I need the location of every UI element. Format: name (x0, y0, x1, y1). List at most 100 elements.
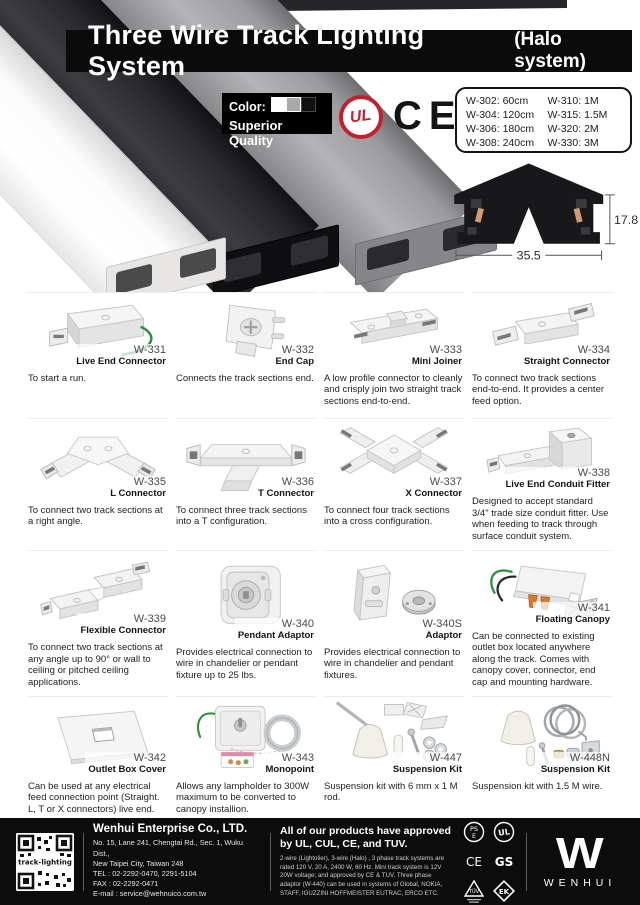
company-address-1: No. 15, Lane 241, Chengtai Rd., Sec. 1, … (93, 838, 243, 858)
svg-text:PS: PS (470, 825, 478, 833)
product-code: W-339 (133, 612, 166, 625)
product-name: Monopoint (265, 763, 314, 775)
product-name: Outlet Box Cover (88, 763, 166, 775)
product-card-W-331: W-331 Live End Connector To start a run. (28, 292, 168, 410)
product-card-W-342: W-342 Outlet Box Cover Can be used at an… (28, 696, 168, 818)
ce-certification-icon: CE (393, 94, 463, 138)
product-description: To connect two track sections end-to-end… (472, 373, 605, 407)
product-image: W-341 Floating Canopy (472, 550, 612, 626)
product-illustration (176, 551, 316, 641)
product-illustration (324, 419, 464, 499)
color-swatch (300, 97, 316, 112)
company-tel: TEL : 02-2292-0470, 2291-5104 (93, 869, 197, 878)
product-illustration (324, 293, 464, 367)
copper-contact-right (573, 207, 583, 223)
track-length-entry: W-308: 240cm (466, 136, 535, 149)
product-description: To connect two track sections at any ang… (28, 642, 163, 688)
track-length-entry: W-306: 180cm (466, 122, 535, 135)
approval-info: All of our products have approved by UL,… (280, 825, 452, 899)
company-info: Wenhui Enterprise Co., LTD. No. 15, Lane… (93, 823, 261, 899)
product-card-W-337: W-337 X Connector To connect four track … (324, 418, 464, 542)
product-label: W-343 Monopoint (262, 751, 314, 775)
product-label: W-340S Adaptor (419, 617, 462, 641)
ek-cert-icon: EK (492, 878, 516, 904)
product-code: W-331 (133, 343, 166, 356)
product-code: W-448N (569, 751, 610, 764)
svg-text:CE: CE (466, 855, 482, 869)
product-image: W-336 T Connector (176, 418, 316, 499)
product-image: W-339 Flexible Connector (28, 550, 168, 637)
product-code: W-343 (281, 751, 314, 764)
brand-logo: W WENHUI (536, 832, 624, 889)
product-code: W-340S (422, 617, 462, 630)
product-card-W-335: W-335 L Connector To connect two track s… (28, 418, 168, 542)
product-label: W-331 Live End Connector (73, 343, 166, 367)
gs-cert-icon: GS (492, 849, 516, 875)
footer-divider (270, 832, 271, 891)
product-image: W-332 End Cap (176, 292, 316, 367)
product-description: Designed to accept standard 3/4" trade s… (472, 496, 609, 542)
color-swatch (270, 97, 286, 112)
product-label: W-340 Pendant Adaptor (234, 617, 314, 641)
product-name: Floating Canopy (535, 613, 610, 625)
company-fax: FAX : 02-2292-0471 (93, 879, 159, 889)
product-card-W-343: W-343 Monopoint Allows any lampholder to… (176, 696, 316, 818)
product-code: W-333 (429, 343, 462, 356)
product-image: W-448N Suspension Kit (472, 696, 612, 775)
product-code: W-334 (577, 343, 610, 356)
product-illustration (28, 419, 168, 499)
product-card-W-339: W-339 Flexible Connector To connect two … (28, 550, 168, 688)
product-name: Flexible Connector (80, 625, 166, 637)
product-label: W-336 T Connector (255, 475, 314, 499)
product-code: W-337 (429, 475, 462, 488)
product-label: W-339 Flexible Connector (77, 612, 166, 637)
product-description: Can be used at any electrical feed conne… (28, 781, 160, 815)
product-illustration (324, 551, 464, 641)
product-card-W-333: W-333 Mini Joiner A low profile connecto… (324, 292, 464, 410)
product-image: W-337 X Connector (324, 418, 464, 499)
product-name: Pendant Adaptor (237, 629, 314, 641)
company-address-2: New Taipei City, Taiwan 248 (93, 858, 184, 868)
svg-text:TÜV: TÜV (468, 888, 480, 895)
product-illustration (472, 419, 612, 490)
product-illustration (176, 419, 316, 499)
product-label: W-337 X Connector (402, 475, 462, 499)
product-name: Mini Joiner (411, 355, 462, 367)
svg-text:UL: UL (498, 827, 511, 838)
product-name: Live End Conduit Fitter (505, 479, 611, 491)
footer-divider (83, 832, 84, 891)
product-image: W-340 Pendant Adaptor (176, 550, 316, 641)
qr-code: track-lighting (16, 832, 74, 891)
product-label: W-335 L Connector (107, 475, 166, 499)
color-quality-badge: Color: Superior Quality (222, 93, 332, 148)
track-length-entry: W-320: 2M (547, 122, 599, 135)
product-card-W-334: W-334 Straight Connector To connect two … (472, 292, 612, 410)
product-description: To start a run. (28, 373, 87, 384)
page-subtitle: (Halo system) (514, 29, 587, 72)
product-name: Adaptor (425, 629, 462, 641)
product-code: W-340 (281, 617, 314, 630)
track-cross-section-diagram: 17.8 35.5 (454, 163, 638, 262)
track-length-entry: W-315: 1.5M (547, 108, 608, 121)
product-image: W-333 Mini Joiner (324, 292, 464, 367)
product-name: T Connector (258, 487, 314, 499)
hero-section: Three Wire Track Lighting System (Halo s… (0, 0, 640, 292)
product-code: W-335 (133, 475, 166, 488)
track-length-entry: W-330: 3M (547, 136, 599, 149)
ul-text: UL (349, 106, 373, 127)
color-label: Color: (229, 100, 266, 114)
product-image: W-334 Straight Connector (472, 292, 612, 367)
product-code: W-336 (281, 475, 314, 488)
dimension-width-label: 35.5 (517, 248, 541, 262)
svg-text:GS: GS (495, 855, 514, 869)
product-image: W-342 Outlet Box Cover (28, 696, 168, 775)
copper-contact-left (474, 207, 484, 223)
product-name: Straight Connector (523, 355, 610, 367)
product-image: W-338 Live End Conduit Fitter (472, 418, 612, 491)
product-illustration (472, 293, 612, 367)
product-card-W-336: W-336 T Connector To connect three track… (176, 418, 316, 542)
product-code: W-338 (577, 466, 610, 479)
